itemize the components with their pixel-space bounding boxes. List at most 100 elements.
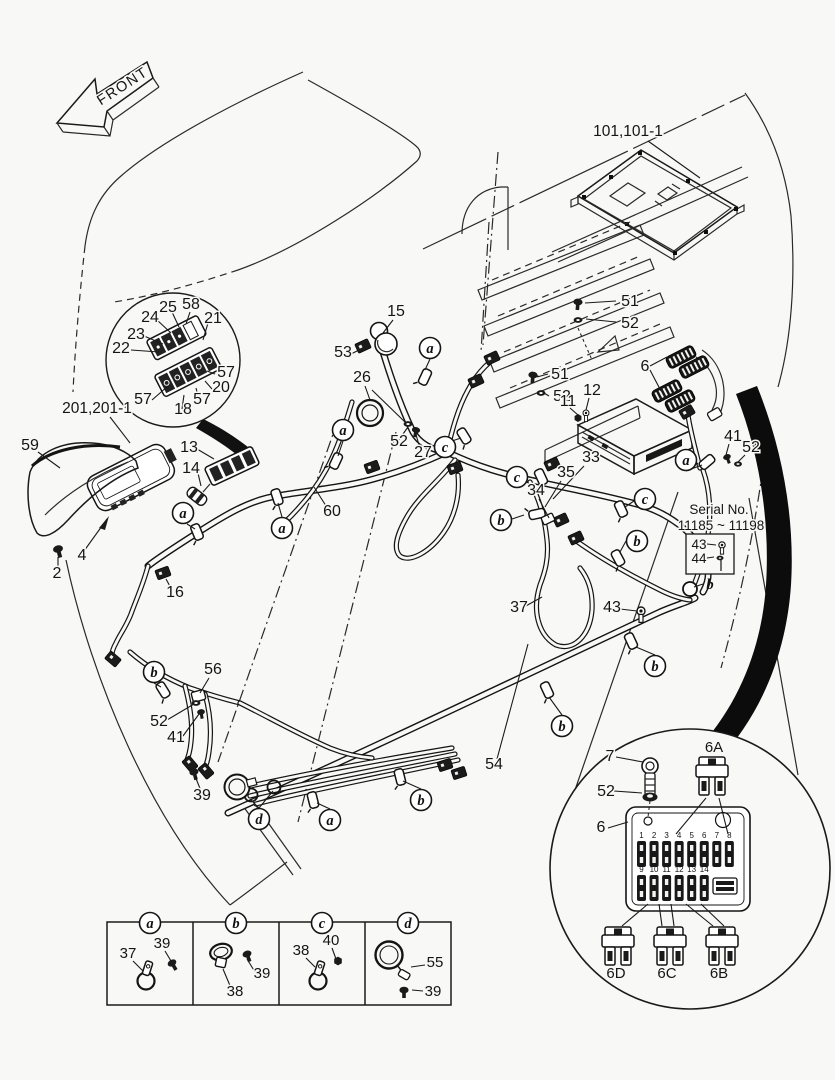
- part-callout-2: 2: [53, 565, 62, 582]
- svg-text:c: c: [319, 916, 326, 932]
- clamp-ref-b: b: [142, 660, 166, 684]
- svg-text:b: b: [417, 793, 424, 809]
- clamp-ref-a: a: [171, 501, 195, 525]
- svg-text:a: a: [682, 453, 689, 469]
- svg-text:c: c: [642, 492, 649, 508]
- part-callout-4: 4: [78, 547, 87, 564]
- part-callout-12: 12: [583, 382, 601, 399]
- part-callout-52: 52: [597, 783, 615, 800]
- part-callout-54: 54: [485, 756, 503, 773]
- fuse-detail-circle: [549, 728, 831, 1010]
- part-callout-52: 52: [621, 315, 639, 332]
- dash-switch-bank: [186, 446, 260, 506]
- fuse-slot-2: [649, 841, 659, 867]
- part-callout-43: 43: [603, 599, 621, 616]
- part-callout-13: 13: [180, 439, 198, 456]
- clamp-ref-a: a: [331, 418, 355, 442]
- front-arrow: [55, 60, 160, 137]
- fuse-slot-7: [712, 841, 722, 867]
- svg-text:b: b: [651, 659, 658, 675]
- clamp-ref-b: b: [550, 714, 574, 738]
- fuse-number: 5: [689, 831, 694, 840]
- svg-text:b: b: [150, 665, 157, 681]
- part-callout-7: 7: [606, 748, 615, 765]
- fuse-number: 6: [702, 831, 707, 840]
- fuse-number: 3: [664, 831, 669, 840]
- svg-text:b: b: [232, 916, 239, 932]
- svg-text:a: a: [278, 521, 285, 537]
- part-callout-57: 57: [134, 391, 152, 408]
- part-callout-38: 38: [293, 942, 310, 959]
- clamp-ref-c: c: [310, 911, 334, 935]
- part-callout-58: 58: [182, 296, 200, 313]
- part-callout-34: 34: [527, 482, 545, 499]
- fuse-slot-4: [674, 841, 684, 867]
- console-louver-panel: [477, 166, 749, 409]
- serial-note: [685, 533, 735, 575]
- fuse-slot-8: [724, 841, 734, 867]
- clamp-ref-a: a: [138, 911, 162, 935]
- part-callout-14: 14: [182, 460, 200, 477]
- legend-clamp-d-icon: [374, 940, 411, 998]
- fuse-slot-3: [662, 841, 672, 867]
- svg-text:a: a: [179, 506, 186, 522]
- part-callout-11: 11: [560, 393, 577, 410]
- part-callout-39: 39: [193, 787, 211, 804]
- svg-text:d: d: [404, 916, 412, 932]
- fuse-slot-13: [687, 875, 697, 901]
- grommet: [355, 398, 385, 428]
- clamp-ref-a: a: [318, 808, 342, 832]
- clamp-ref-d: d: [396, 911, 420, 935]
- svg-text:b: b: [558, 719, 565, 735]
- harness-connectors: [103, 338, 697, 781]
- svg-text:b: b: [497, 513, 504, 529]
- svg-text:a: a: [339, 423, 346, 439]
- fuse-number: 1: [639, 831, 644, 840]
- fuse-number: 11: [662, 865, 671, 874]
- svg-text:b: b: [633, 534, 640, 550]
- part-callout-25: 25: [159, 299, 177, 316]
- part-callout-6C: 6C: [657, 965, 676, 982]
- bolt-7: [641, 757, 659, 802]
- fuse-slot-6: [699, 841, 709, 867]
- clamp-ref-b: b: [625, 529, 649, 553]
- svg-text:d: d: [255, 812, 263, 828]
- clamp-ref-d: d: [247, 807, 271, 831]
- fuse-number: 13: [687, 865, 696, 874]
- svg-text:a: a: [146, 916, 153, 932]
- part-callout-39: 39: [425, 983, 442, 1000]
- clamp-ref-a: a: [270, 516, 294, 540]
- part-callout-60: 60: [323, 503, 341, 520]
- fuse-number: 7: [715, 831, 720, 840]
- part-callout-40: 40: [323, 932, 340, 949]
- leader-lines: [37, 140, 746, 992]
- part-callout-FRONT: FRONT: [94, 64, 151, 109]
- fuse-slot-10: [649, 875, 659, 901]
- part-callout-15: 15: [387, 303, 405, 320]
- part-callout-6B: 6B: [710, 965, 728, 982]
- fuse-slot-11: [662, 875, 672, 901]
- wiper-switch-knob: [369, 321, 398, 356]
- svg-text:a: a: [326, 813, 333, 829]
- clamp-ref-c: c: [633, 487, 657, 511]
- fuse-number: 9: [639, 865, 644, 874]
- fuse-slot-9: [637, 875, 646, 901]
- part-callout-52: 52: [150, 713, 168, 730]
- part-callout-20: 20: [212, 379, 230, 396]
- part-callout-16: 16: [166, 584, 184, 601]
- part-callout-37: 37: [120, 945, 137, 962]
- part-callout-38: 38: [227, 983, 244, 1000]
- clamp-ref-plain-b: b: [706, 577, 713, 593]
- instrument-cluster: [86, 443, 177, 512]
- fuse-slot-14: [699, 875, 709, 901]
- part-callout-Serial No.: Serial No.: [689, 502, 748, 517]
- fuse-number: 14: [700, 865, 709, 874]
- part-callout-201,201-1: 201,201-1: [62, 400, 132, 417]
- part-callout-52: 52: [390, 433, 408, 450]
- part-callout-23: 23: [127, 326, 145, 343]
- part-callout-18: 18: [174, 401, 192, 418]
- clamp-ref-a: a: [418, 336, 442, 360]
- part-callout-41: 41: [724, 428, 742, 445]
